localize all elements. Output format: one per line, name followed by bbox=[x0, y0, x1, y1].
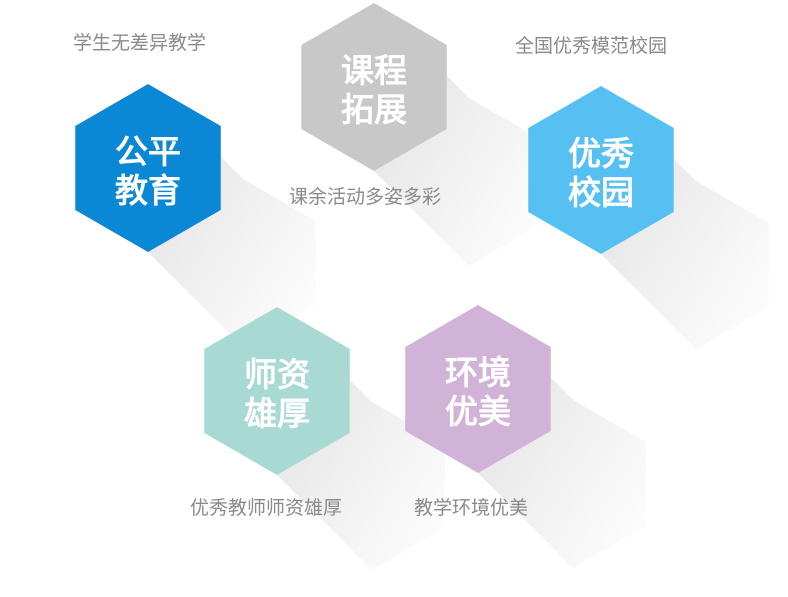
hexagon-shadow bbox=[148, 84, 316, 347]
hexagon-title-line1: 公平 bbox=[115, 132, 181, 171]
hexagon-excellent-campus: 优秀 校园 bbox=[528, 86, 769, 349]
hexagon-title-line1: 优秀 bbox=[568, 134, 634, 173]
hexagon-title-line2: 雄厚 bbox=[244, 394, 310, 433]
caption-excellent-campus: 全国优秀模范校园 bbox=[515, 35, 668, 57]
hexagon-title-line1: 师资 bbox=[244, 355, 310, 394]
hexagon-title-line1: 环境 bbox=[445, 353, 511, 392]
hexagon-shape bbox=[204, 307, 350, 475]
hexagon-shape bbox=[75, 84, 221, 252]
caption-beautiful-environment: 教学环境优美 bbox=[414, 497, 529, 519]
hexagon-shape bbox=[528, 86, 674, 254]
hexagon-fair-education: 公平 教育 bbox=[75, 84, 316, 347]
hexagon-shadow bbox=[277, 307, 445, 570]
hexagon-title-line2: 拓展 bbox=[341, 90, 407, 129]
hexagon-title-line2: 教育 bbox=[115, 171, 181, 210]
hexagon-title-line1: 课程 bbox=[341, 51, 407, 90]
hexagon-shadow bbox=[601, 86, 769, 349]
hexagon-shadow bbox=[374, 3, 542, 266]
hexagon-shape bbox=[405, 305, 551, 473]
hexagon-shape bbox=[301, 3, 447, 171]
caption-course-expansion: 课余活动多姿多彩 bbox=[289, 186, 442, 208]
hexagon-shadow bbox=[478, 305, 646, 568]
hexagon-title-line2: 校园 bbox=[568, 173, 634, 212]
caption-strong-faculty: 优秀教师师资雄厚 bbox=[190, 497, 343, 519]
hexagon-beautiful-environment: 环境 优美 bbox=[405, 305, 646, 568]
hexagon-course-expansion: 课程 拓展 bbox=[301, 3, 542, 266]
hexagon-title-line2: 优美 bbox=[445, 392, 511, 431]
hexagon-strong-faculty: 师资 雄厚 bbox=[204, 307, 445, 570]
caption-fair-education: 学生无差异教学 bbox=[73, 32, 207, 54]
